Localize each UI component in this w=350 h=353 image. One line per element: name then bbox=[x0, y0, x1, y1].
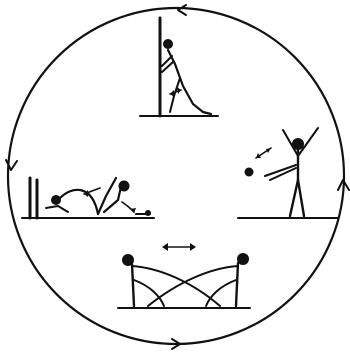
cycle-circle bbox=[8, 8, 344, 344]
two-figures-lean-icon bbox=[118, 243, 250, 308]
figure-leaning-on-wall-icon bbox=[140, 18, 218, 116]
figure-floor-roll-icon bbox=[22, 178, 154, 218]
figure-arm-swing-icon bbox=[238, 128, 338, 218]
top-arrow-icon bbox=[178, 5, 186, 15]
